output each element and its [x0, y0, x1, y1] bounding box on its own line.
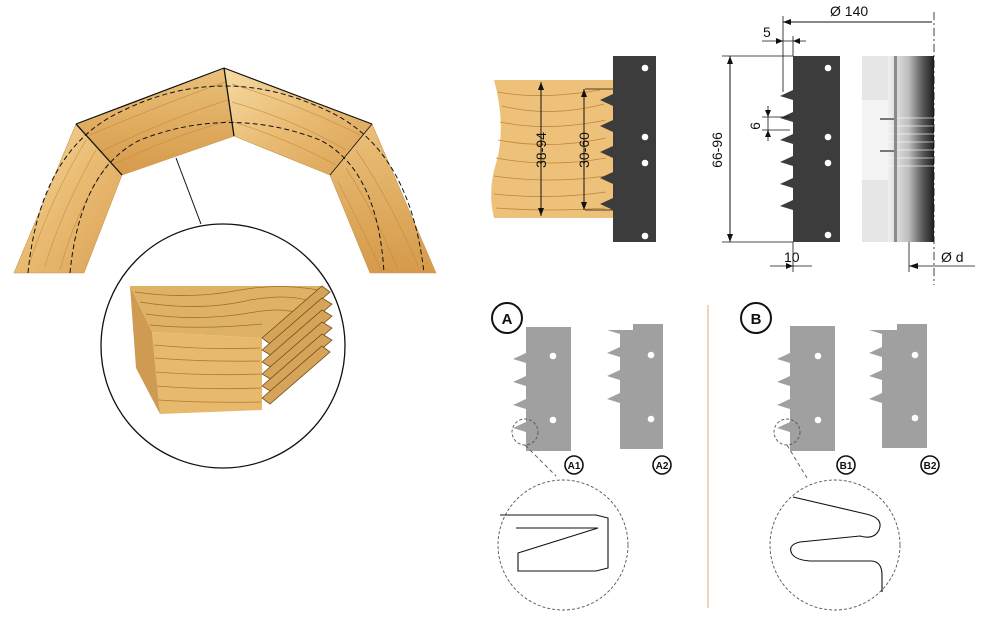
blade-b2	[869, 324, 927, 448]
dim-thickness: 10	[770, 242, 812, 272]
variant-b: B B1 B2	[740, 302, 940, 611]
variant-a-badge: A	[491, 302, 523, 334]
label-a2: A2	[652, 455, 672, 475]
label-b1: B1	[836, 455, 856, 475]
svg-text:30-60: 30-60	[576, 132, 592, 168]
blade-a2	[607, 324, 663, 449]
blade-body	[600, 56, 656, 242]
finger-joint-closeup	[100, 223, 346, 469]
wood-profile-view	[491, 80, 614, 218]
svg-text:6: 6	[747, 122, 763, 130]
label-a1: A1	[564, 455, 584, 475]
dim-work-height: 38-94	[533, 82, 549, 216]
variant-b-badge: B	[740, 302, 772, 334]
svg-text:10: 10	[784, 249, 800, 265]
svg-text:B1: B1	[840, 461, 853, 472]
dim-total-height: 66-96	[709, 55, 793, 243]
finger-teeth	[261, 285, 333, 405]
svg-text:A2: A2	[656, 461, 669, 472]
tooth-detail-a	[497, 479, 629, 611]
svg-text:38-94: 38-94	[533, 132, 549, 168]
dim-outer-diameter: Ø 140	[782, 3, 932, 92]
blade-dark-profile	[600, 56, 656, 242]
blade-a1	[513, 327, 571, 451]
variant-a: A A1 A2	[491, 302, 672, 611]
svg-text:A: A	[502, 311, 513, 328]
svg-text:Ø 140: Ø 140	[830, 3, 868, 19]
wooden-arch	[13, 67, 437, 274]
blade-b1	[777, 326, 835, 451]
svg-text:Ø d: Ø d	[941, 249, 964, 265]
cutter-head-side-view	[862, 12, 935, 285]
svg-text:B: B	[751, 311, 762, 328]
blade-dimension-view	[780, 56, 840, 242]
svg-text:B2: B2	[924, 461, 937, 472]
dim-pitch: 6	[747, 106, 790, 141]
dim-bore-diameter: Ø d	[908, 242, 975, 272]
dim-offset: 5	[762, 24, 806, 56]
svg-text:A1: A1	[568, 461, 581, 472]
zoom-leader-line	[175, 157, 202, 225]
tooth-detail-b	[769, 479, 901, 611]
label-b2: B2	[920, 455, 940, 475]
dim-profile-depth: 30-60	[576, 88, 613, 211]
svg-text:66-96: 66-96	[709, 132, 725, 168]
svg-text:5: 5	[763, 24, 771, 40]
